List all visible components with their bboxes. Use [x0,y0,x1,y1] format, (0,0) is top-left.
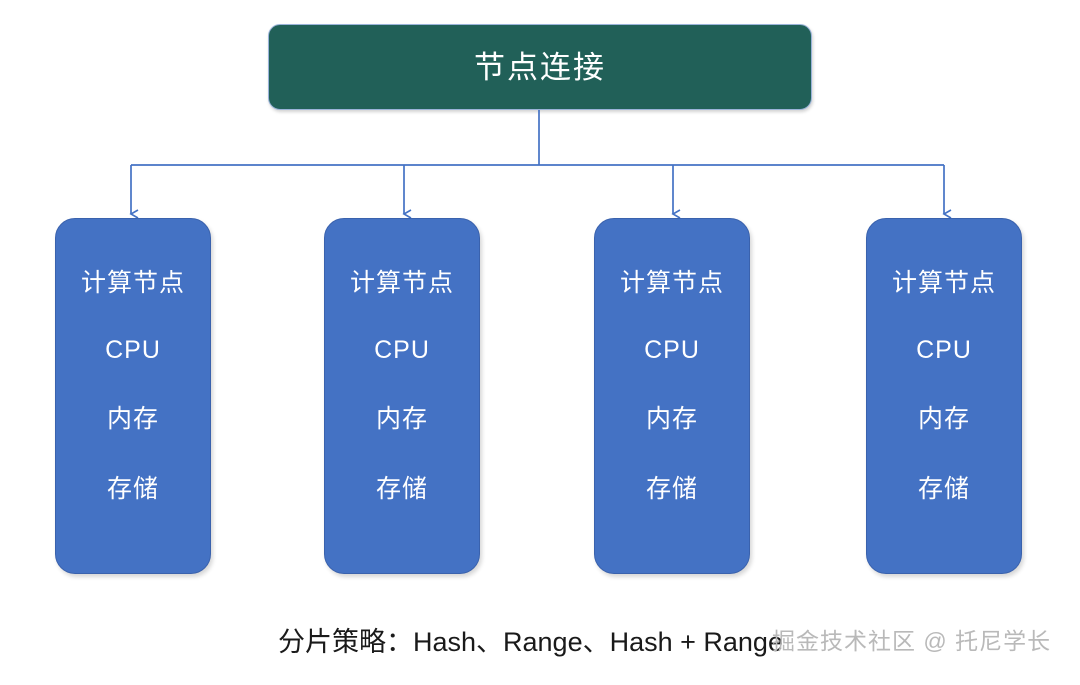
compute-node-memory-1: 内存 [106,405,159,433]
compute-node-cpu-4: CPU [916,336,972,364]
compute-node-cpu-2: CPU [374,336,430,364]
compute-node-content-1: 计算节点 CPU 内存 存储 [56,219,210,502]
compute-node-storage-3: 存储 [645,475,698,503]
compute-node-box-2: 计算节点 CPU 内存 存储 [324,218,480,574]
compute-node-box-3: 计算节点 CPU 内存 存储 [594,218,750,574]
compute-node-content-3: 计算节点 CPU 内存 存储 [595,219,749,502]
compute-node-title-1: 计算节点 [80,269,185,297]
compute-node-memory-3: 内存 [645,405,698,433]
header-node-label: 节点连接 [474,49,606,85]
compute-node-storage-1: 存储 [106,475,159,503]
compute-node-box-1: 计算节点 CPU 内存 存储 [55,218,211,574]
compute-node-cpu-1: CPU [105,336,161,364]
compute-node-title-4: 计算节点 [891,269,996,297]
compute-node-title-2: 计算节点 [349,269,454,297]
compute-node-title-3: 计算节点 [619,269,724,297]
header-node-box: 节点连接 [268,24,812,110]
compute-node-cpu-3: CPU [644,336,700,364]
sharding-strategy-caption: 分片策略：Hash、Range、Hash + Range [278,627,783,657]
compute-node-memory-4: 内存 [917,405,970,433]
compute-node-storage-4: 存储 [917,475,970,503]
compute-node-storage-2: 存储 [375,475,428,503]
compute-node-content-4: 计算节点 CPU 内存 存储 [867,219,1021,502]
watermark: 掘金技术社区 @ 托尼学长 [772,628,1052,654]
compute-node-memory-2: 内存 [375,405,428,433]
compute-node-content-2: 计算节点 CPU 内存 存储 [325,219,479,502]
compute-node-box-4: 计算节点 CPU 内存 存储 [866,218,1022,574]
